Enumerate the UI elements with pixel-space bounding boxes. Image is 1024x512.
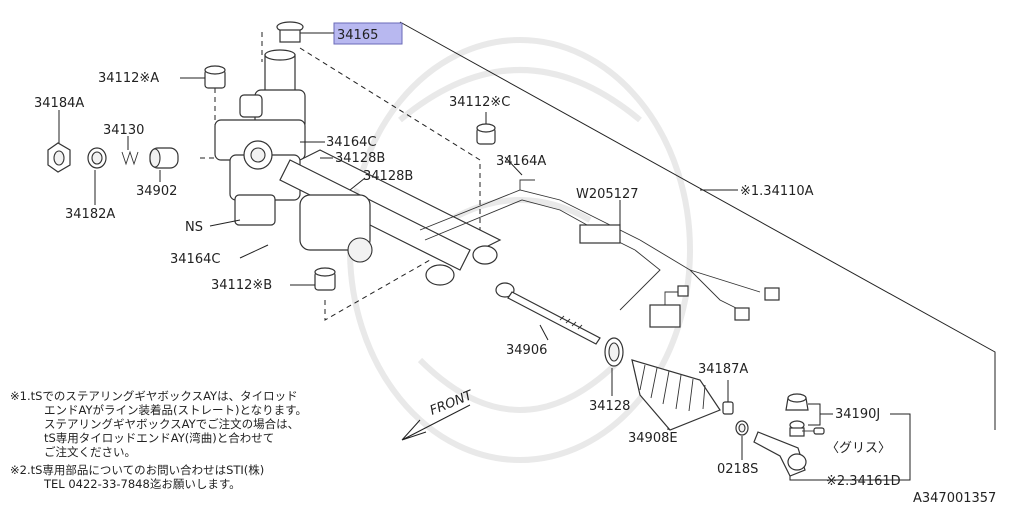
label-34906[interactable]: 34906 [506,343,547,358]
label-34164c-bottom[interactable]: 34164C [170,252,220,267]
front-arrow-icon [401,404,471,441]
part-34187a-clip[interactable] [722,401,734,415]
label-34182a[interactable]: 34182A [65,207,115,222]
part-34165-body[interactable] [279,29,301,43]
part-34112b[interactable] [314,267,336,291]
label-34128b-2[interactable]: 34128B [363,169,413,184]
leader-34906 [539,324,549,341]
label-34184a[interactable]: 34184A [34,96,84,111]
label-34110a[interactable]: ※1.34110A [740,184,814,199]
assembly-bracket-line [399,21,996,430]
leader-34161d [789,420,911,481]
part-pipe-lines[interactable] [419,179,780,328]
part-34112c[interactable] [476,123,496,145]
leader-34190j-bracket [808,403,821,426]
label-grease: 〈グリス〉 [826,441,891,456]
part-34902-bushing[interactable] [149,147,179,169]
part-34190j-grease-fitting[interactable] [785,393,825,437]
label-34164a[interactable]: 34164A [496,154,546,169]
part-34184a-nut[interactable] [47,142,71,173]
part-34112a[interactable] [204,65,226,89]
label-34128[interactable]: 34128 [589,399,630,414]
part-34130-spring[interactable] [121,150,139,166]
leader-34190j-right [890,413,911,430]
leader-34128b-2 [349,177,366,191]
part-34182a-seal[interactable] [87,147,107,169]
watermark-emblem [347,37,693,463]
label-34902[interactable]: 34902 [136,184,177,199]
part-0218s-nut[interactable] [735,420,749,436]
leader-34164c-bot [239,244,269,259]
label-34165[interactable]: 34165 [337,28,378,43]
label-w205127[interactable]: W205127 [576,187,638,202]
note1-line1: ※1.tSでのステアリングギヤボックスAYは、タイロッド [10,389,298,403]
part-34906-tie-rod[interactable] [495,282,601,345]
label-34112a[interactable]: 34112※A [98,71,159,86]
note2-line2: TEL 0422-33-7848迄お願いします。 [43,477,241,491]
leader-34164a [504,156,523,176]
label-34130[interactable]: 34130 [103,123,144,138]
diagram-code: A347001357 [913,491,996,506]
note2-line1: ※2.tS専用部品についてのお問い合わせはSTI(株) [10,463,264,477]
label-34164c-top[interactable]: 34164C [326,135,376,150]
label-34112b[interactable]: 34112※B [211,278,272,293]
part-34128-clamp[interactable] [604,337,624,367]
label-34112c[interactable]: 34112※C [449,95,510,110]
label-34187a[interactable]: 34187A [698,362,748,377]
dash-guide-upper [299,47,481,250]
label-0218s[interactable]: 0218S [717,462,758,477]
label-34190j[interactable]: 34190J [835,407,880,422]
part-34908e-boot[interactable] [631,359,721,431]
note1-line3: ステアリングギヤボックスAYでご注文の場合は、 [44,417,299,431]
note1-line5: ご注文ください。 [44,445,136,459]
dash-guide-34112b [324,259,431,321]
part-rack-tube[interactable] [279,149,502,286]
label-34128b[interactable]: 34128B [335,151,385,166]
note1-line4: tS専用タイロッドエンドAY(湾曲)と合わせて [44,431,274,445]
part-34161d-tie-rod-end[interactable] [753,431,807,477]
label-34161d[interactable]: ※2.34161D [826,474,901,489]
label-ns[interactable]: NS [185,220,203,235]
note1-line2: エンドAYがライン装着品(ストレート)となります。 [44,403,307,417]
label-34908e[interactable]: 34908E [628,431,678,446]
leader-ns [209,219,241,227]
part-gear-housing[interactable] [214,49,306,226]
